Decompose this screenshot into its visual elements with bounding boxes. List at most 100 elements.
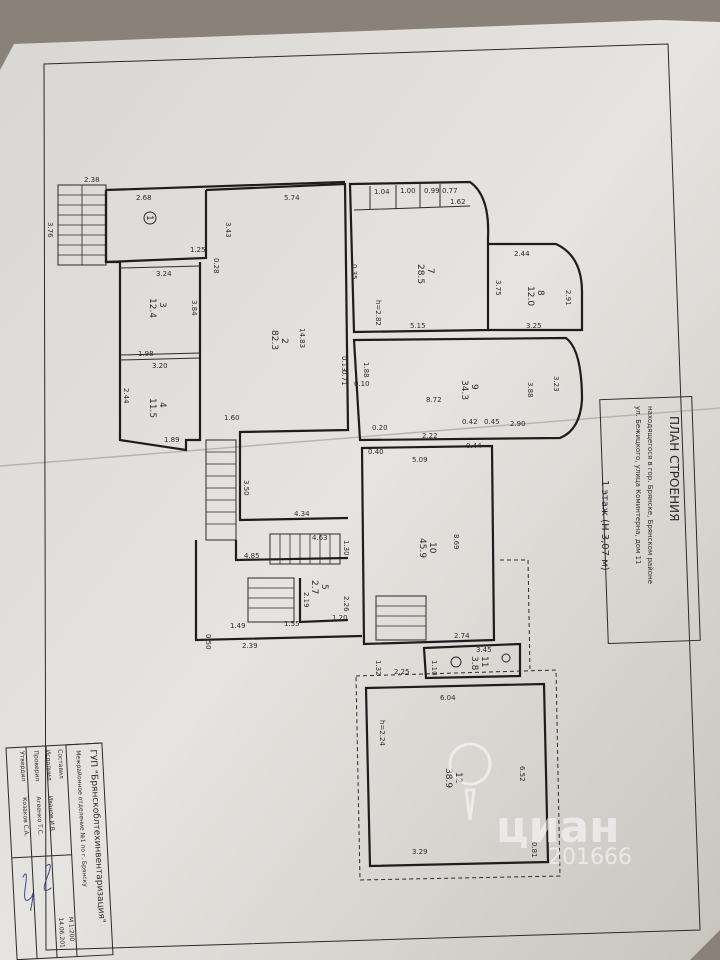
dimension-label: 0.77 (442, 187, 458, 195)
cian-watermark: циан 201666 (448, 742, 632, 870)
dimension-label: 2.74 (454, 632, 470, 640)
wc-cells (353, 184, 471, 211)
dimension-label: 2.90 (510, 420, 526, 428)
stamp-role: Проверил (32, 750, 41, 781)
room-number: 1 (144, 215, 154, 221)
wall-room-1 (104, 190, 208, 264)
stamp-role: Исполнил (44, 750, 53, 781)
room-area: 82.3 (269, 330, 279, 350)
dimension-label: 5.09 (412, 456, 428, 464)
dimension-label: 2.19 (302, 592, 310, 608)
dimension-label: 3.24 (156, 270, 172, 278)
dimension-label: 2.26 (342, 596, 350, 612)
dimension-label: 2.44 (122, 388, 130, 404)
dimension-label: 0.13 (340, 356, 348, 372)
dimension-label: 0.42 (462, 418, 478, 426)
drawing-frame (43, 43, 701, 951)
stamp-scale: М 1:200 (67, 917, 75, 942)
dimension-label: 0.44 (466, 442, 482, 450)
floor-plan (57, 180, 584, 881)
wall-room-2 (205, 182, 350, 522)
dimension-labels: 2.38 2.68 5.74 3.76 1.04 1.00 0.99 0.77 … (46, 176, 572, 858)
room-number: 2 (279, 338, 289, 344)
room-number: 3 (157, 302, 167, 308)
dimension-label: 0.10 (354, 380, 370, 388)
room-number: 7 (425, 268, 435, 274)
room-area: 34.3 (459, 380, 469, 400)
dimension-label: 0.99 (424, 187, 440, 195)
dimension-label: 1.62 (450, 198, 466, 206)
room-number: 4 (157, 402, 167, 408)
room-number: 8 (535, 290, 545, 296)
wall-room-11 (422, 642, 522, 680)
location-pin-icon (448, 742, 492, 821)
dimension-label: 6.52 (518, 766, 526, 782)
dimension-label: 1.20 (332, 614, 348, 622)
dimension-label: 3.84 (190, 300, 198, 316)
room-number: 5 (319, 584, 329, 590)
wc-bowl-icon (450, 656, 462, 668)
stamp-name: Козаков С.А. (21, 797, 30, 837)
room-number: 12 (453, 772, 463, 783)
wall-room-3-4 (119, 265, 201, 361)
room-area: 28.5 (415, 264, 425, 284)
room-number: 9 (469, 384, 479, 390)
dimension-label: 3.75 (494, 280, 502, 296)
dimension-label: 3.50 (242, 480, 250, 496)
plan-title-block: ПЛАН СТРОЕНИЯ находящегося в гор. Брянск… (599, 395, 701, 645)
dimension-label: 0.81 (530, 842, 538, 858)
room-number: 11 (479, 656, 489, 667)
dimension-label: 1.00 (400, 187, 416, 195)
dimension-label: 3.23 (552, 376, 560, 392)
stair-center (205, 439, 427, 641)
dimension-label: 0.20 (372, 424, 388, 432)
dimension-label: 1.55 (284, 620, 300, 628)
dimension-label: 0.71 (340, 370, 348, 386)
plan-address-line2: ул. Бежицкого, улица Коминтерна, дом 11 (634, 406, 642, 565)
room-area: 12.0 (525, 286, 535, 306)
dimension-label: 0.28 (212, 258, 220, 274)
right-dashed-outline (500, 559, 531, 673)
room-area: 38.9 (443, 768, 453, 788)
wall-room-10 (360, 444, 496, 646)
dimension-label: 4.85 (244, 552, 260, 560)
plan-title: ПЛАН СТРОЕНИЯ (667, 416, 681, 521)
dimension-label: 8.72 (426, 396, 442, 404)
dimension-label: 3.29 (412, 848, 428, 856)
dimension-label: 1.32 (374, 660, 382, 676)
wall-room-12 (364, 682, 550, 868)
dimension-label: 0.45 (484, 418, 500, 426)
dimension-label: 5.74 (284, 194, 300, 202)
dimension-label: 3.25 (526, 322, 542, 330)
room-area: 3.8 (469, 656, 479, 671)
dimension-label: 1.04 (374, 188, 390, 196)
dimension-label: 14.83 (298, 328, 306, 348)
plan-address-line1: находящегося в гор. Брянске, Брянском ра… (646, 406, 654, 584)
room-12-dashed-outline (355, 669, 561, 881)
room-area: 45.9 (417, 538, 427, 558)
room-area: 2.7 (309, 580, 319, 594)
dimension-label: 4.34 (294, 510, 310, 518)
room-number: 10 (427, 542, 437, 554)
room-labels: 1 2 82.3 3 12.4 4 11.5 5 2.7 7 28.5 8 12… (143, 211, 545, 788)
dimension-label: 1.98 (138, 350, 154, 358)
dimension-label: 2.68 (136, 194, 152, 202)
dimension-label: 4.63 (312, 534, 328, 542)
paper-sheet (0, 20, 720, 960)
wall-lower-left (194, 540, 363, 642)
dimension-label: 3.43 (224, 222, 232, 238)
dimension-label: 3.88 (526, 382, 534, 398)
watermark-id: 201666 (548, 845, 632, 870)
dimension-label: 5.15 (410, 322, 426, 330)
dimension-label: 2.22 (422, 432, 438, 440)
dimension-label: 3.76 (46, 222, 54, 238)
dimension-label: 1.88 (362, 362, 370, 378)
wall-room-9 (352, 336, 584, 442)
stamp-name: Агеенко Т.С. (35, 796, 44, 836)
dimension-label: 1.49 (230, 622, 246, 630)
dimension-label: 1.89 (164, 436, 180, 444)
dimension-label: 2.44 (514, 250, 530, 258)
room-area: 12.4 (147, 298, 157, 318)
stamp-role: Составил (56, 749, 65, 779)
